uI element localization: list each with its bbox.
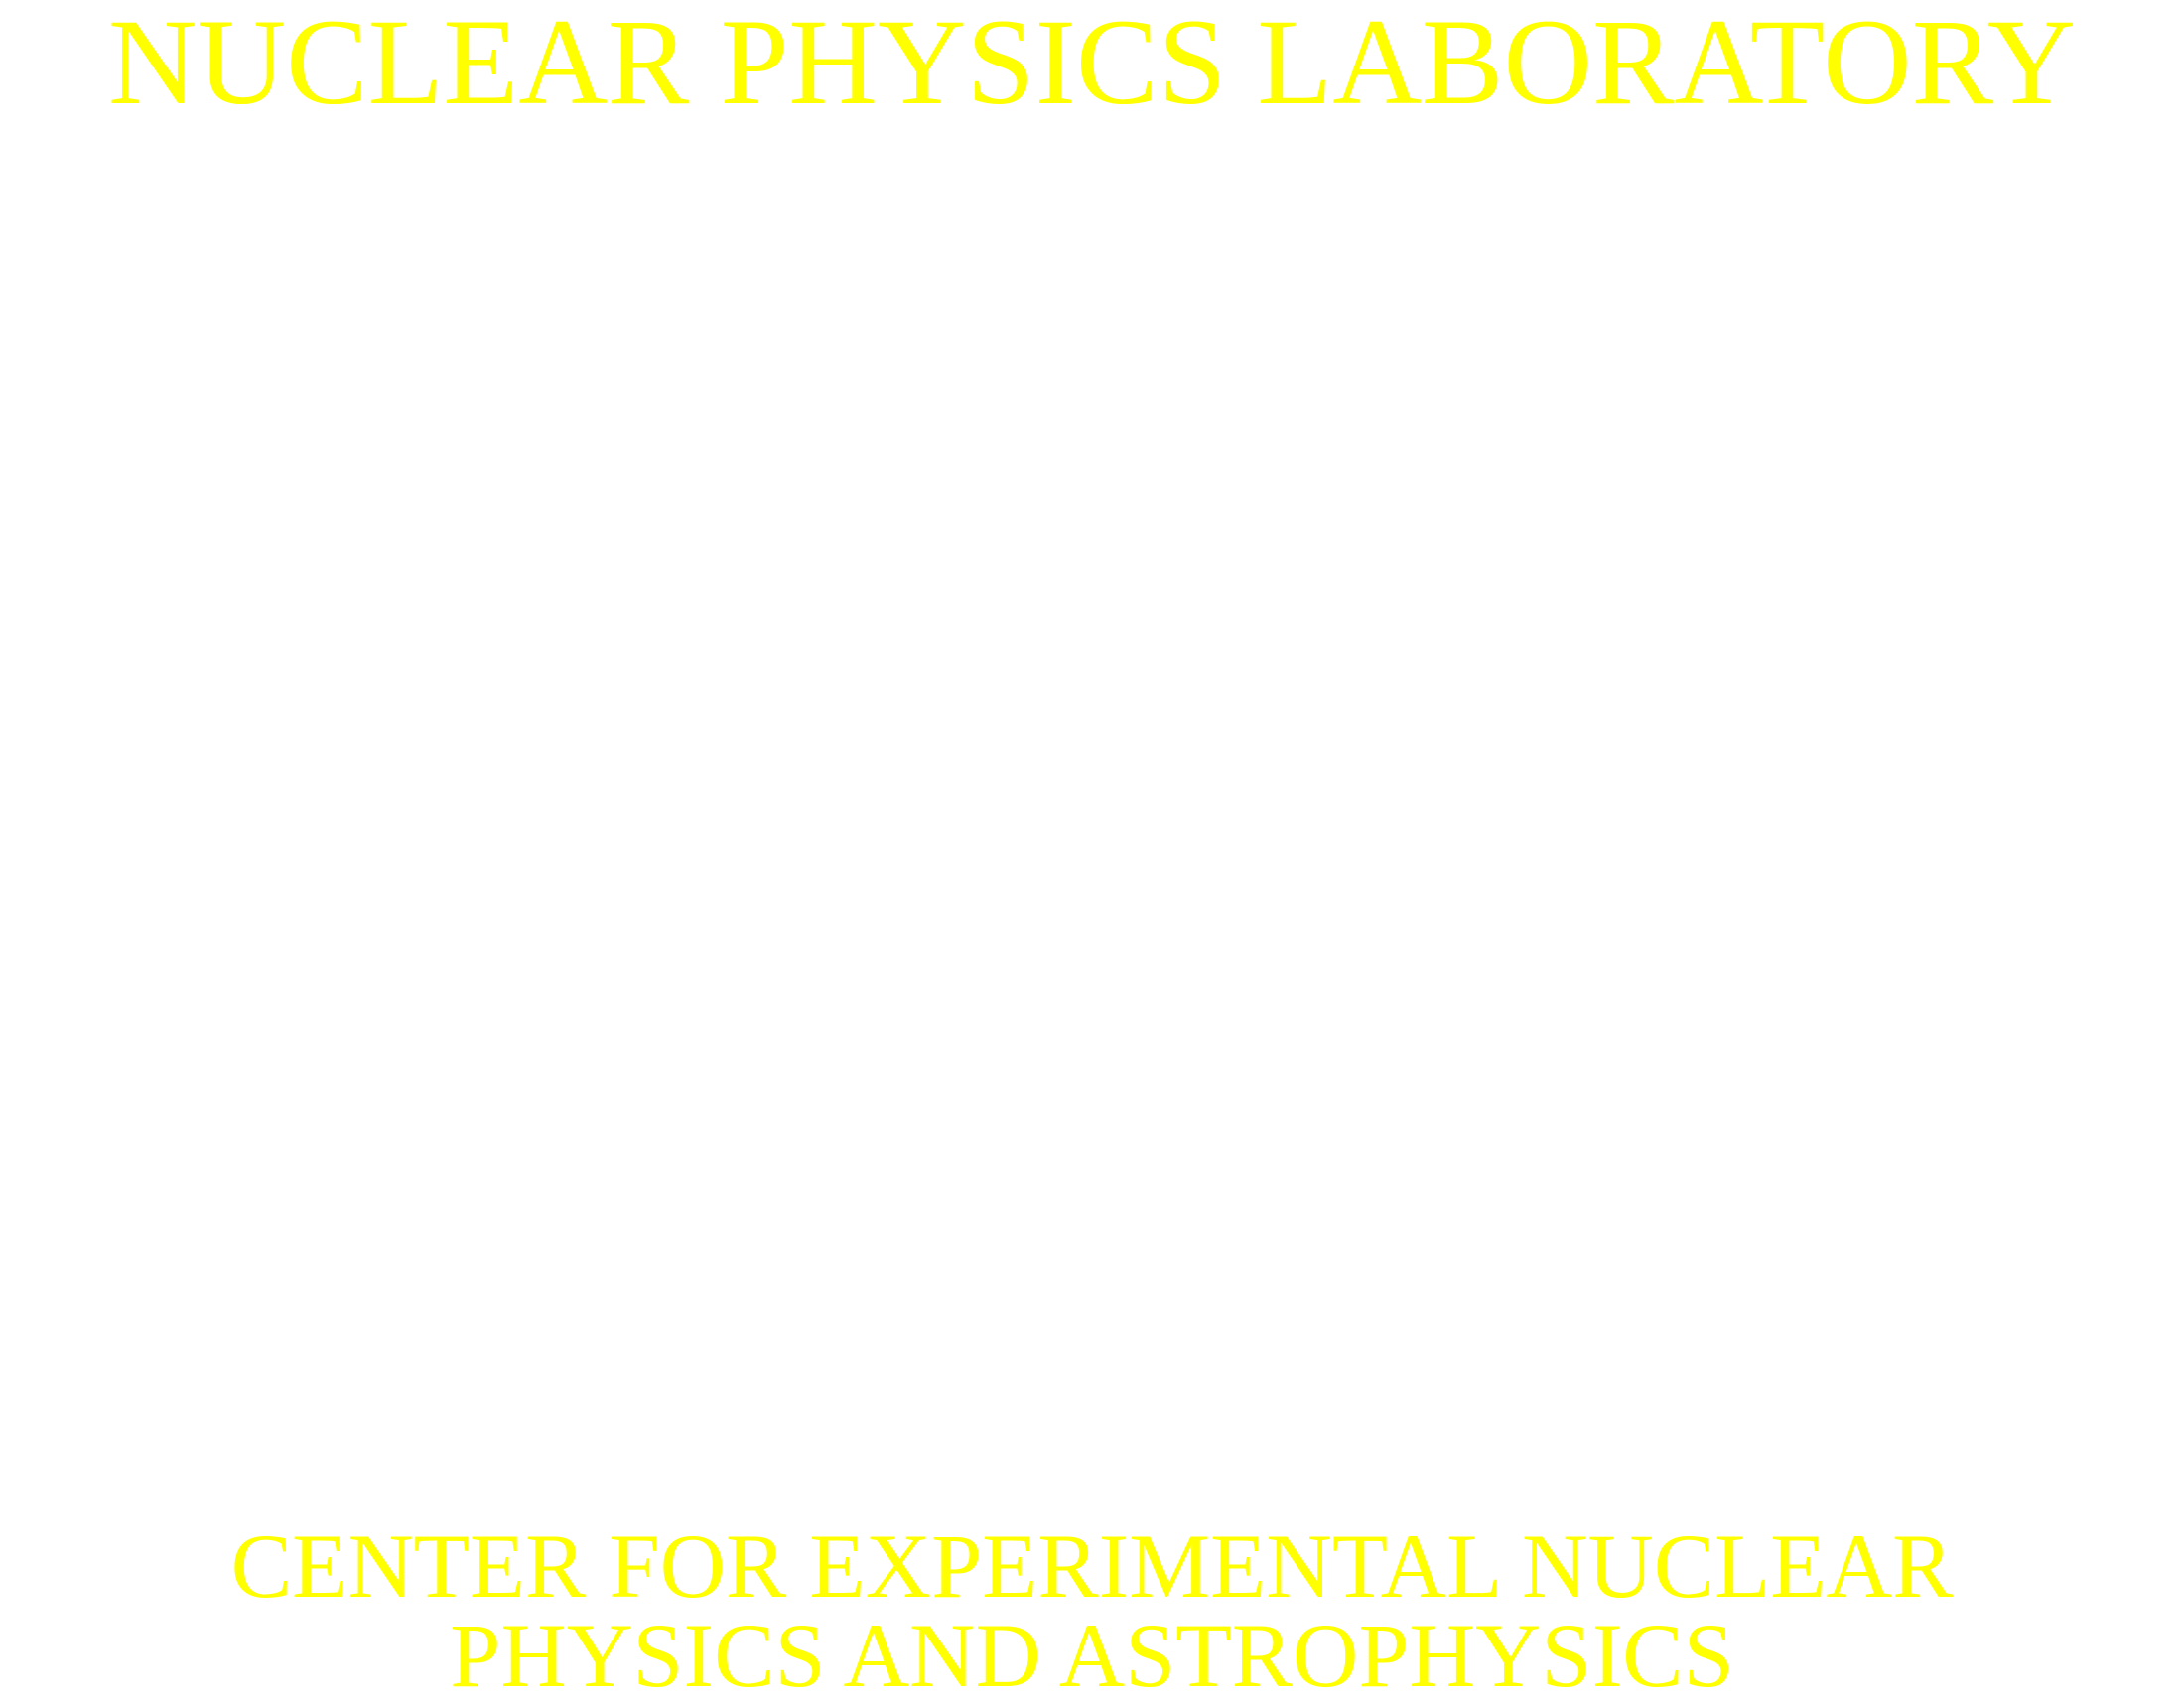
center-name-line-1: CENTER FOR EXPERIMENTAL NUCLEAR: [230, 1515, 1954, 1617]
center-name-line-2: PHYSICS AND ASTROPHYSICS: [450, 1605, 1734, 1706]
lab-title: NUCLEAR PHYSICS LABORATORY: [107, 0, 2077, 130]
